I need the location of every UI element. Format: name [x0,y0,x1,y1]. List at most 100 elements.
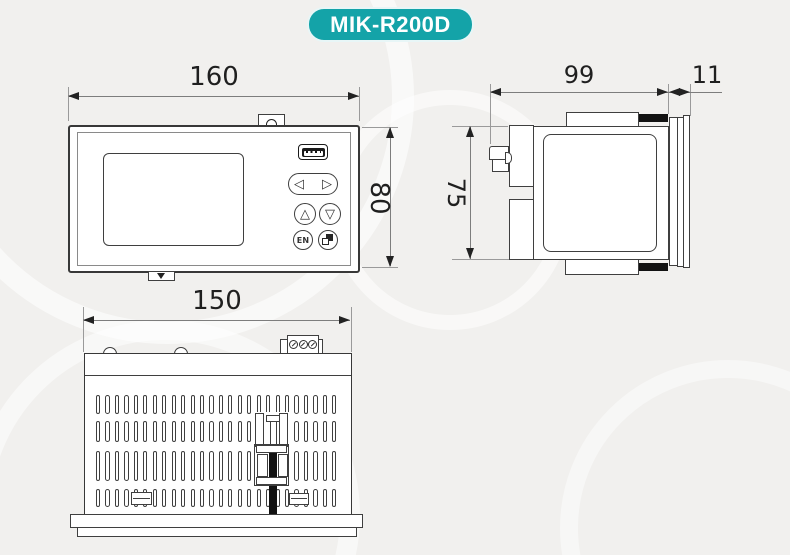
vent-slot [190,451,195,481]
page-switch-icon [322,234,334,246]
vent-slot [332,489,337,507]
dim-arrow [657,88,668,96]
vent-slot [199,395,205,414]
vent-slot [237,421,242,442]
dim-extension-line [690,84,692,116]
dim-extension-line [452,259,509,261]
vent-slot [294,395,299,414]
vent-slot [209,489,214,507]
vent-slot [322,451,327,481]
mounting-tab-notch [266,119,277,125]
down-arrow-icon: ▽ [325,206,335,222]
vent-slot [247,421,252,442]
vent-slot [133,451,138,481]
vent-slot [171,395,176,414]
vent-slot [285,489,290,507]
vent-slot [181,451,186,481]
dim-label-bottom-width: 150 [192,286,242,316]
vent-slot [190,421,195,442]
vent-slot [152,395,157,414]
vent-slot [228,395,233,414]
vent-slot [96,421,101,442]
vent-slot [171,451,176,481]
right-arrow-icon: ▷ [322,176,332,192]
rear-bracket-plate-upper [509,125,534,187]
terminal-screw-icon [298,340,308,349]
model-badge-label: MIK-R200D [330,11,451,37]
dim-arrow [339,316,350,324]
vent-slot [199,489,205,507]
vent-slot [143,451,148,481]
dim-arrow [386,127,394,138]
dim-extension-line [351,307,353,352]
vent-slot [181,489,186,507]
vent-slot [218,421,224,442]
dim-extension-line [362,127,398,129]
vent-slot [105,451,110,481]
fixing-screw-lower [492,159,509,172]
panel-rail-top [566,112,639,127]
up-key: △ [294,203,316,225]
vent-slot [322,489,327,507]
vent-slot [162,395,167,414]
vent-slot [124,421,129,442]
vent-slot [332,421,337,442]
dim-line-front-height [390,128,392,266]
din-latch-screw-stem [269,421,277,445]
model-badge: MIK-R200D [307,7,474,42]
vent-slot [114,421,120,442]
dim-arrow [466,248,474,259]
vent-slot [313,395,318,414]
left-right-key: ◁ ▷ [288,173,338,195]
vent-slot [237,489,242,507]
panel-rail-bottom [565,259,639,275]
vent-slot [133,421,138,442]
vent-slot [209,395,214,414]
vent-slot [152,421,157,442]
side-case-inner-panel [543,134,657,252]
dim-extension-line [490,84,492,144]
mounting-tab-notch [157,273,165,279]
vent-slot [322,395,327,414]
case-bump [103,347,117,354]
vent-slot [322,421,327,442]
page-key [318,230,338,250]
mounting-clamp-top [639,114,668,122]
vent-slot [303,451,309,481]
vent-slot [332,451,337,481]
vent-slot [209,451,214,481]
dim-arrow [68,92,79,100]
vent-slot [218,489,224,507]
enter-key: EN [293,230,313,250]
vent-slot [181,395,186,414]
vent-slot [313,421,318,442]
dim-arrow [679,88,690,96]
dim-arrow [386,256,394,267]
dim-extension-line [362,267,398,269]
vent-slot [228,451,233,481]
vent-slot [105,489,110,507]
dim-arrow [490,88,501,96]
dim-label-side-depth: 99 [563,61,595,89]
vent-slot [124,489,129,507]
dim-line-side-depth [491,92,722,94]
vent-slot [313,489,318,507]
front-panel-inner-line [77,132,351,266]
vent-slot [162,451,167,481]
vent-slot [209,421,214,442]
vent-slot [218,451,224,481]
vent-slot [181,421,186,442]
vent-slot [218,395,224,414]
enter-key-label: EN [296,235,310,245]
vent-slot [96,451,101,481]
vent-slot [143,395,148,414]
terminal-screw-icon [308,340,317,349]
dim-extension-line [359,87,361,121]
dim-line-bottom-width [84,320,350,322]
vent-slot [247,451,252,481]
vent-slot [114,395,120,414]
vent-slot [237,395,242,414]
card-slot [131,492,152,505]
dim-label-bezel-depth: 11 [691,61,723,89]
